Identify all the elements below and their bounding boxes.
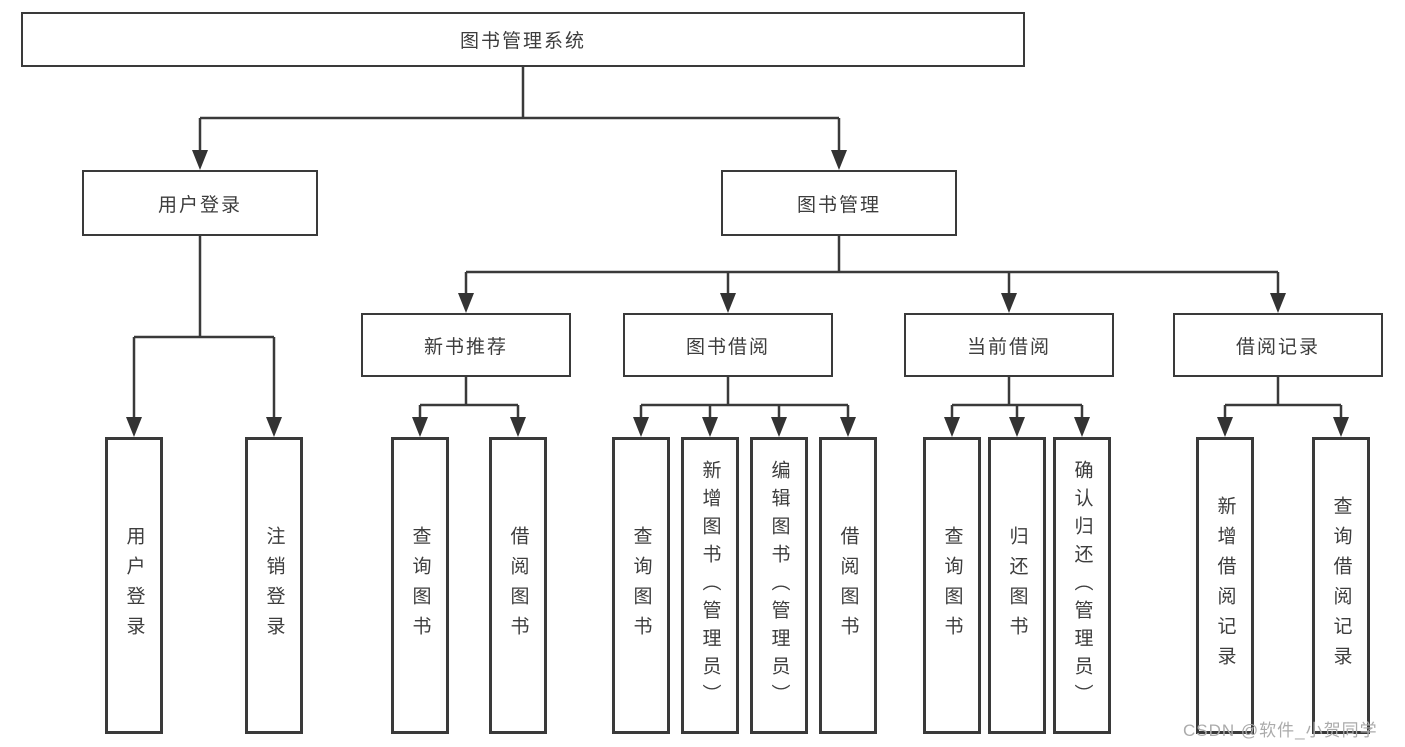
leaf-return-book: 归还图书 xyxy=(988,437,1046,734)
leaf-confirm-return-admin: 确认归还（管理员） xyxy=(1053,437,1111,734)
connector-user-login-branch xyxy=(132,236,276,419)
leaf-query-books-1: 查询图书 xyxy=(391,437,449,734)
connector-new-book-branch xyxy=(418,377,520,419)
node-user-login: 用户登录 xyxy=(82,170,318,236)
leaf-edit-book-admin: 编辑图书（管理员） xyxy=(750,437,808,734)
leaf-borrow-books-2: 借阅图书 xyxy=(819,437,877,734)
node-book-management: 图书管理 xyxy=(721,170,957,236)
connector-book-borrow-branch xyxy=(639,377,850,419)
node-root: 图书管理系统 xyxy=(21,12,1025,67)
leaf-user-login: 用户登录 xyxy=(105,437,163,734)
connector-book-management-branch xyxy=(464,236,1280,295)
watermark: CSDN @软件_小贺同学 xyxy=(1183,721,1378,740)
leaf-add-book-admin: 新增图书（管理员） xyxy=(681,437,739,734)
connector-root-branch xyxy=(198,67,841,152)
connector-borrow-records-branch xyxy=(1223,377,1343,419)
leaf-logout: 注销登录 xyxy=(245,437,303,734)
arrowhead-icon-level1 xyxy=(192,150,847,170)
leaf-query-books-2: 查询图书 xyxy=(612,437,670,734)
arrowhead-icon-level2 xyxy=(458,293,1286,313)
connector-current-borrow-branch xyxy=(950,377,1084,419)
leaf-query-books-3: 查询图书 xyxy=(923,437,981,734)
node-current-borrow: 当前借阅 xyxy=(904,313,1114,377)
node-borrow-records: 借阅记录 xyxy=(1173,313,1383,377)
leaf-add-borrow-record: 新增借阅记录 xyxy=(1196,437,1254,734)
leaf-borrow-books-1: 借阅图书 xyxy=(489,437,547,734)
node-book-borrow: 图书借阅 xyxy=(623,313,833,377)
node-new-book-recommend: 新书推荐 xyxy=(361,313,571,377)
leaf-query-borrow-record: 查询借阅记录 xyxy=(1312,437,1370,734)
arrowhead-icon-leaves xyxy=(126,417,1349,437)
